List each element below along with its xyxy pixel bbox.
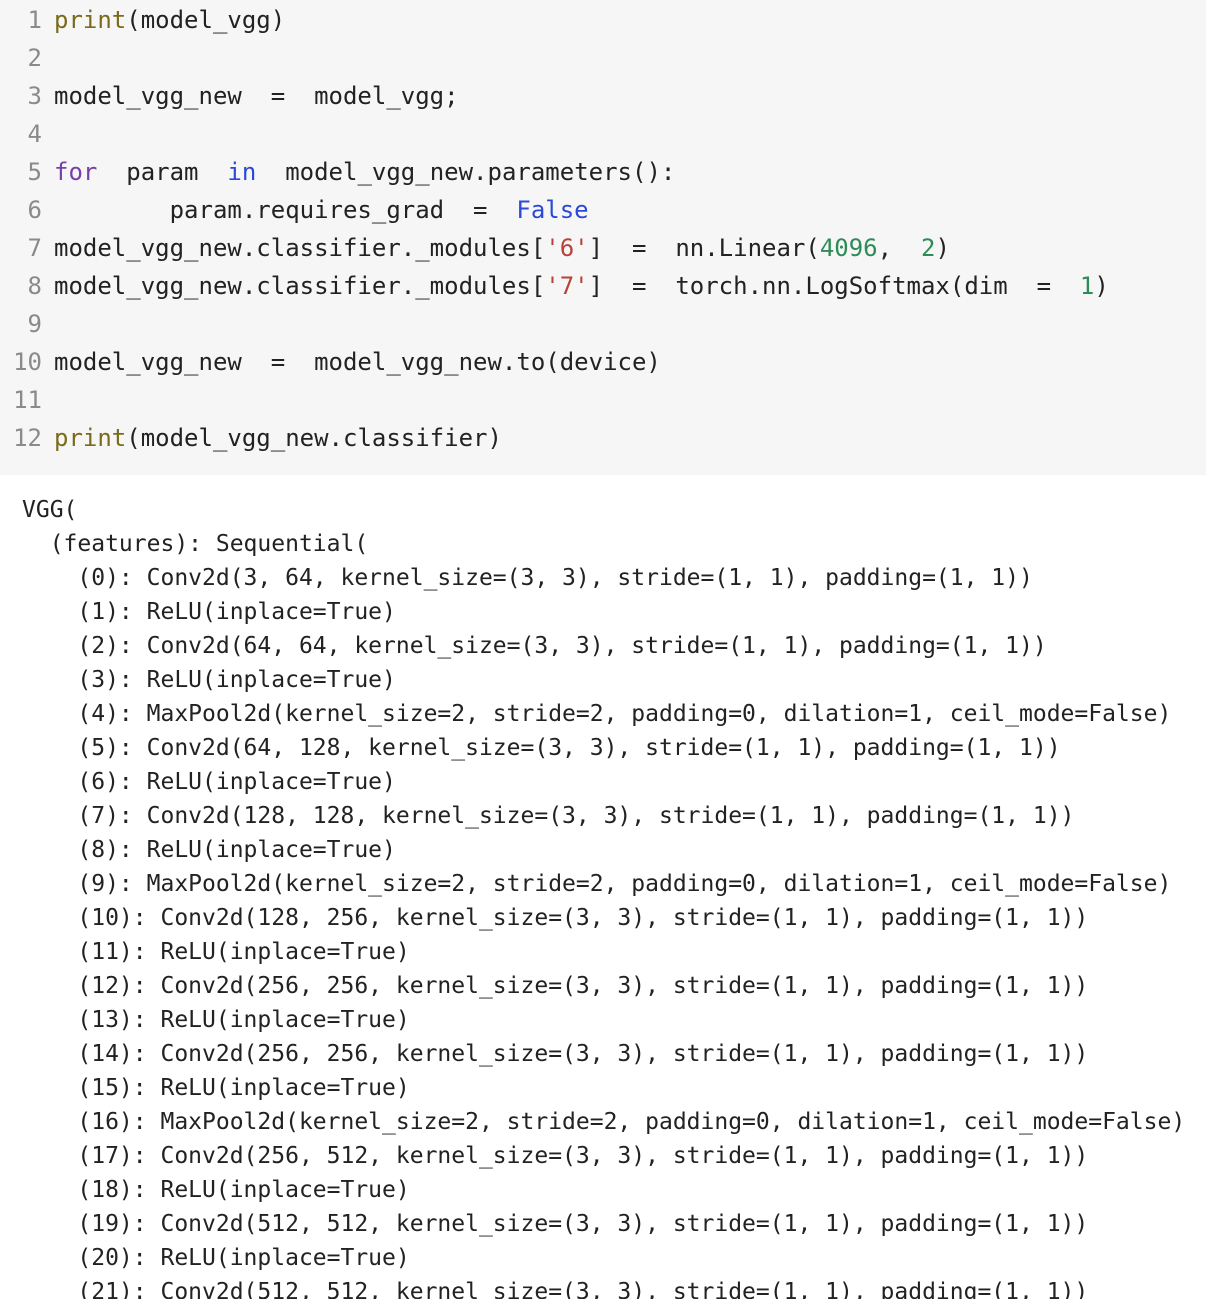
code-token: param.requires_grad = <box>54 196 517 224</box>
line-number: 2 <box>27 44 42 72</box>
line-number: 10 <box>13 348 42 376</box>
code-token: for <box>54 158 98 186</box>
code-token: ) <box>1094 272 1109 300</box>
code-token: model_vgg_new.parameters(): <box>256 158 676 186</box>
line-number: 11 <box>13 386 42 414</box>
code-token: False <box>516 196 589 224</box>
code-line[interactable]: 6 param.requires_grad = False <box>0 191 1206 229</box>
code-text: model_vgg_new.classifier._modules['7'] =… <box>54 272 1109 300</box>
line-number: 6 <box>27 196 42 224</box>
code-line[interactable]: 11 <box>0 381 1206 419</box>
line-number: 1 <box>27 6 42 34</box>
code-token: 2 <box>920 234 936 262</box>
code-token: 4096 <box>819 234 878 262</box>
code-token: , <box>877 234 921 262</box>
code-line[interactable]: 4 <box>0 115 1206 153</box>
output-line: (4): MaxPool2d(kernel_size=2, stride=2, … <box>22 701 1172 727</box>
code-token: model_vgg_new = model_vgg; <box>54 82 459 110</box>
output-line: (3): ReLU(inplace=True) <box>22 667 396 693</box>
line-number: 9 <box>27 310 42 338</box>
output-line: (11): ReLU(inplace=True) <box>22 939 410 965</box>
output-line: (21): Conv2d(512, 512, kernel_size=(3, 3… <box>22 1279 1089 1299</box>
code-token: (model_vgg_new.classifier) <box>126 424 502 452</box>
code-text: print(model_vgg_new.classifier) <box>54 424 502 452</box>
output-line: (12): Conv2d(256, 256, kernel_size=(3, 3… <box>22 973 1089 999</box>
line-number: 8 <box>27 272 42 300</box>
code-line[interactable]: 9 <box>0 305 1206 343</box>
output-line: (6): ReLU(inplace=True) <box>22 769 396 795</box>
output-line: (13): ReLU(inplace=True) <box>22 1007 410 1033</box>
code-token: in <box>227 158 257 186</box>
code-token: 1 <box>1079 272 1095 300</box>
code-line[interactable]: 5 for param in model_vgg_new.parameters()… <box>0 153 1206 191</box>
code-text: print(model_vgg) <box>54 6 285 34</box>
code-token: (model_vgg) <box>126 6 286 34</box>
output-line: (19): Conv2d(512, 512, kernel_size=(3, 3… <box>22 1211 1089 1237</box>
code-token: ] = nn.Linear( <box>588 234 820 262</box>
code-line[interactable]: 10 model_vgg_new = model_vgg_new.to(devic… <box>0 343 1206 381</box>
code-token: ) <box>935 234 950 262</box>
code-token: ] = torch.nn.LogSoftmax(dim = <box>588 272 1080 300</box>
output-line: (20): ReLU(inplace=True) <box>22 1245 410 1271</box>
code-line[interactable]: 8 model_vgg_new.classifier._modules['7'] … <box>0 267 1206 305</box>
code-text: for param in model_vgg_new.parameters(): <box>54 158 675 186</box>
line-number: 4 <box>27 120 42 148</box>
output-line: (7): Conv2d(128, 128, kernel_size=(3, 3)… <box>22 803 1075 829</box>
code-line[interactable]: 12 print(model_vgg_new.classifier) <box>0 419 1206 457</box>
code-token: param <box>97 158 228 186</box>
output-line: (2): Conv2d(64, 64, kernel_size=(3, 3), … <box>22 633 1047 659</box>
output-line: (9): MaxPool2d(kernel_size=2, stride=2, … <box>22 871 1172 897</box>
code-token: '7' <box>545 272 589 300</box>
code-text: model_vgg_new = model_vgg_new.to(device) <box>54 348 661 376</box>
code-text: param.requires_grad = False <box>54 196 589 224</box>
line-number: 3 <box>27 82 42 110</box>
code-line[interactable]: 3 model_vgg_new = model_vgg; <box>0 77 1206 115</box>
output-line: (15): ReLU(inplace=True) <box>22 1075 410 1101</box>
code-text: model_vgg_new.classifier._modules['6'] =… <box>54 234 950 262</box>
output-line: (18): ReLU(inplace=True) <box>22 1177 410 1203</box>
output-line: (0): Conv2d(3, 64, kernel_size=(3, 3), s… <box>22 565 1033 591</box>
output-line: (1): ReLU(inplace=True) <box>22 599 396 625</box>
code-token: print <box>54 6 127 34</box>
output-line: (10): Conv2d(128, 256, kernel_size=(3, 3… <box>22 905 1089 931</box>
code-line[interactable]: 2 <box>0 39 1206 77</box>
code-text: model_vgg_new = model_vgg; <box>54 82 459 110</box>
output-line: (16): MaxPool2d(kernel_size=2, stride=2,… <box>22 1109 1186 1135</box>
output-line: (14): Conv2d(256, 256, kernel_size=(3, 3… <box>22 1041 1089 1067</box>
code-line[interactable]: 1 print(model_vgg) <box>0 1 1206 39</box>
code-token: model_vgg_new = model_vgg_new.to(device) <box>54 348 661 376</box>
output-line: (features): Sequential( <box>22 531 369 557</box>
output-line: VGG( <box>22 497 78 523</box>
code-token: '6' <box>545 234 589 262</box>
line-number: 7 <box>27 234 42 262</box>
output-line: (5): Conv2d(64, 128, kernel_size=(3, 3),… <box>22 735 1061 761</box>
code-line[interactable]: 7 model_vgg_new.classifier._modules['6'] … <box>0 229 1206 267</box>
output-block: VGG( (features): Sequential( (0): Conv2d… <box>0 475 1206 1299</box>
line-number: 5 <box>27 158 42 186</box>
code-token: model_vgg_new.classifier._modules[ <box>54 272 546 300</box>
output-line: (17): Conv2d(256, 512, kernel_size=(3, 3… <box>22 1143 1089 1169</box>
line-number: 12 <box>13 424 42 452</box>
code-token: model_vgg_new.classifier._modules[ <box>54 234 546 262</box>
code-token: print <box>54 424 127 452</box>
output-line: (8): ReLU(inplace=True) <box>22 837 396 863</box>
